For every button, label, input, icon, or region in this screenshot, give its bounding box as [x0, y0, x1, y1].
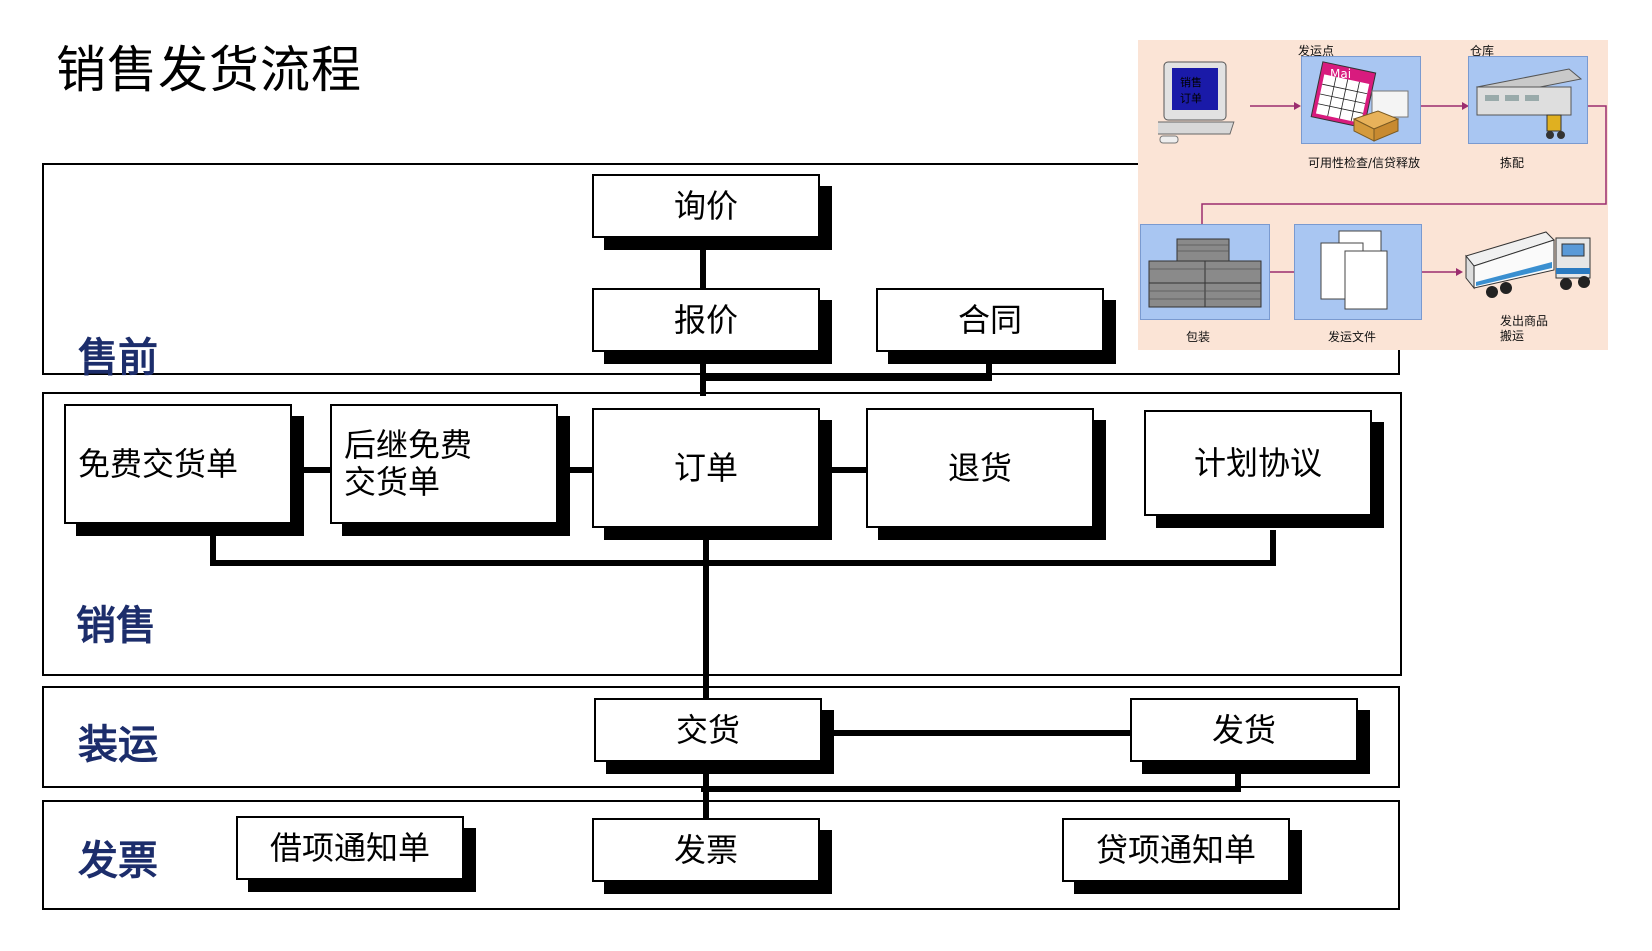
quotation-box: 报价 — [592, 288, 832, 364]
invoice-label: 发票 — [592, 818, 820, 882]
connector-sales-bus-left — [210, 534, 216, 566]
contract-box: 合同 — [876, 288, 1116, 364]
connector-subsequent-order — [570, 467, 592, 473]
connector-inquiry-quotation — [700, 236, 706, 288]
quotation-label: 报价 — [592, 288, 820, 352]
warehouse-icon — [1475, 68, 1583, 139]
shipping-docs-caption: 发运文件 — [1328, 330, 1377, 344]
goods-issue-caption-line2: 搬运 — [1500, 329, 1525, 343]
contract-label: 合同 — [876, 288, 1104, 352]
invoice-box: 发票 — [592, 818, 832, 894]
debit-memo-label: 借项通知单 — [236, 816, 464, 880]
credit-memo-box: 贷项通知单 — [1062, 818, 1302, 894]
connector-order-returns — [830, 467, 866, 473]
shipping-label: 装运 — [78, 722, 158, 768]
connector-order-delivery — [703, 538, 709, 698]
debit-memo-box: 借项通知单 — [236, 816, 476, 892]
billing-label: 发票 — [78, 838, 158, 884]
availability-tile: Mai — [1301, 56, 1421, 144]
scheduling-agreement-label: 计划协议 — [1144, 410, 1372, 516]
connector-goods-issue-down — [1235, 770, 1241, 792]
documents-icon — [1320, 230, 1388, 310]
subsequent-free-delivery-box: 后继免费 交货单 — [330, 404, 570, 536]
sales-label: 销售 — [76, 603, 156, 649]
connector-delivery-invoice — [703, 770, 709, 818]
warehouse-caption: 仓库 — [1470, 44, 1495, 58]
screen-text-line1: 销售 — [1180, 76, 1202, 89]
warehouse-tile — [1468, 56, 1588, 144]
connector-sales-bus-right — [1270, 530, 1276, 566]
free-delivery-label: 免费交货单 — [64, 404, 292, 524]
packing-caption: 包装 — [1186, 330, 1211, 344]
connector-free-subsequent — [304, 467, 330, 473]
connector-delivery-goods-issue — [832, 730, 1132, 736]
picking-caption: 拣配 — [1500, 156, 1525, 170]
subsequent-free-delivery-label: 后继免费 交货单 — [330, 404, 558, 524]
delivery-box: 交货 — [594, 698, 834, 774]
returns-box: 退货 — [866, 408, 1106, 540]
credit-memo-label: 贷项通知单 — [1062, 818, 1290, 882]
availability-caption: 可用性检查/信贷释放 — [1308, 156, 1421, 170]
goods-issue-caption-line1: 发出商品 — [1500, 314, 1549, 328]
goods-issue-box: 发货 — [1130, 698, 1370, 774]
free-delivery-box: 免费交货单 — [64, 404, 304, 536]
packing-tile — [1140, 224, 1270, 320]
truck-icon — [1462, 226, 1602, 316]
shipping-process-inset: 销售 订单 Mai 发运点 可用性检查/信贷释放 — [1137, 40, 1608, 350]
connector-main-trunk — [700, 350, 706, 396]
connector-contract-h — [700, 375, 992, 381]
returns-label: 退货 — [866, 408, 1094, 528]
connector-contract-v — [986, 362, 992, 381]
presale-label: 售前 — [78, 335, 158, 381]
scheduling-agreement-box: 计划协议 — [1144, 410, 1384, 528]
computer-icon: 销售 订单 — [1137, 60, 1258, 150]
screen-text-line2: 订单 — [1180, 92, 1202, 105]
shipping-point-caption: 发运点 — [1298, 44, 1335, 58]
inset-flow-lines — [1201, 102, 1607, 276]
connector-sales-bus — [210, 560, 1276, 566]
order-box: 订单 — [592, 408, 832, 540]
inquiry-label: 询价 — [592, 174, 820, 238]
calendar-icon — [1310, 61, 1409, 142]
calendar-month-text: Mai — [1330, 67, 1352, 81]
shipping-docs-tile — [1294, 224, 1422, 320]
order-label: 订单 — [592, 408, 820, 528]
connector-billing-bus — [701, 786, 1241, 792]
page-title: 销售发货流程 — [56, 41, 362, 99]
goods-issue-label: 发货 — [1130, 698, 1358, 762]
packages-icon — [1148, 238, 1262, 308]
subsequent-free-line1: 后继免费 — [344, 426, 473, 465]
delivery-label: 交货 — [594, 698, 822, 762]
subsequent-free-line2: 交货单 — [344, 463, 441, 501]
inquiry-box: 询价 — [592, 174, 832, 250]
